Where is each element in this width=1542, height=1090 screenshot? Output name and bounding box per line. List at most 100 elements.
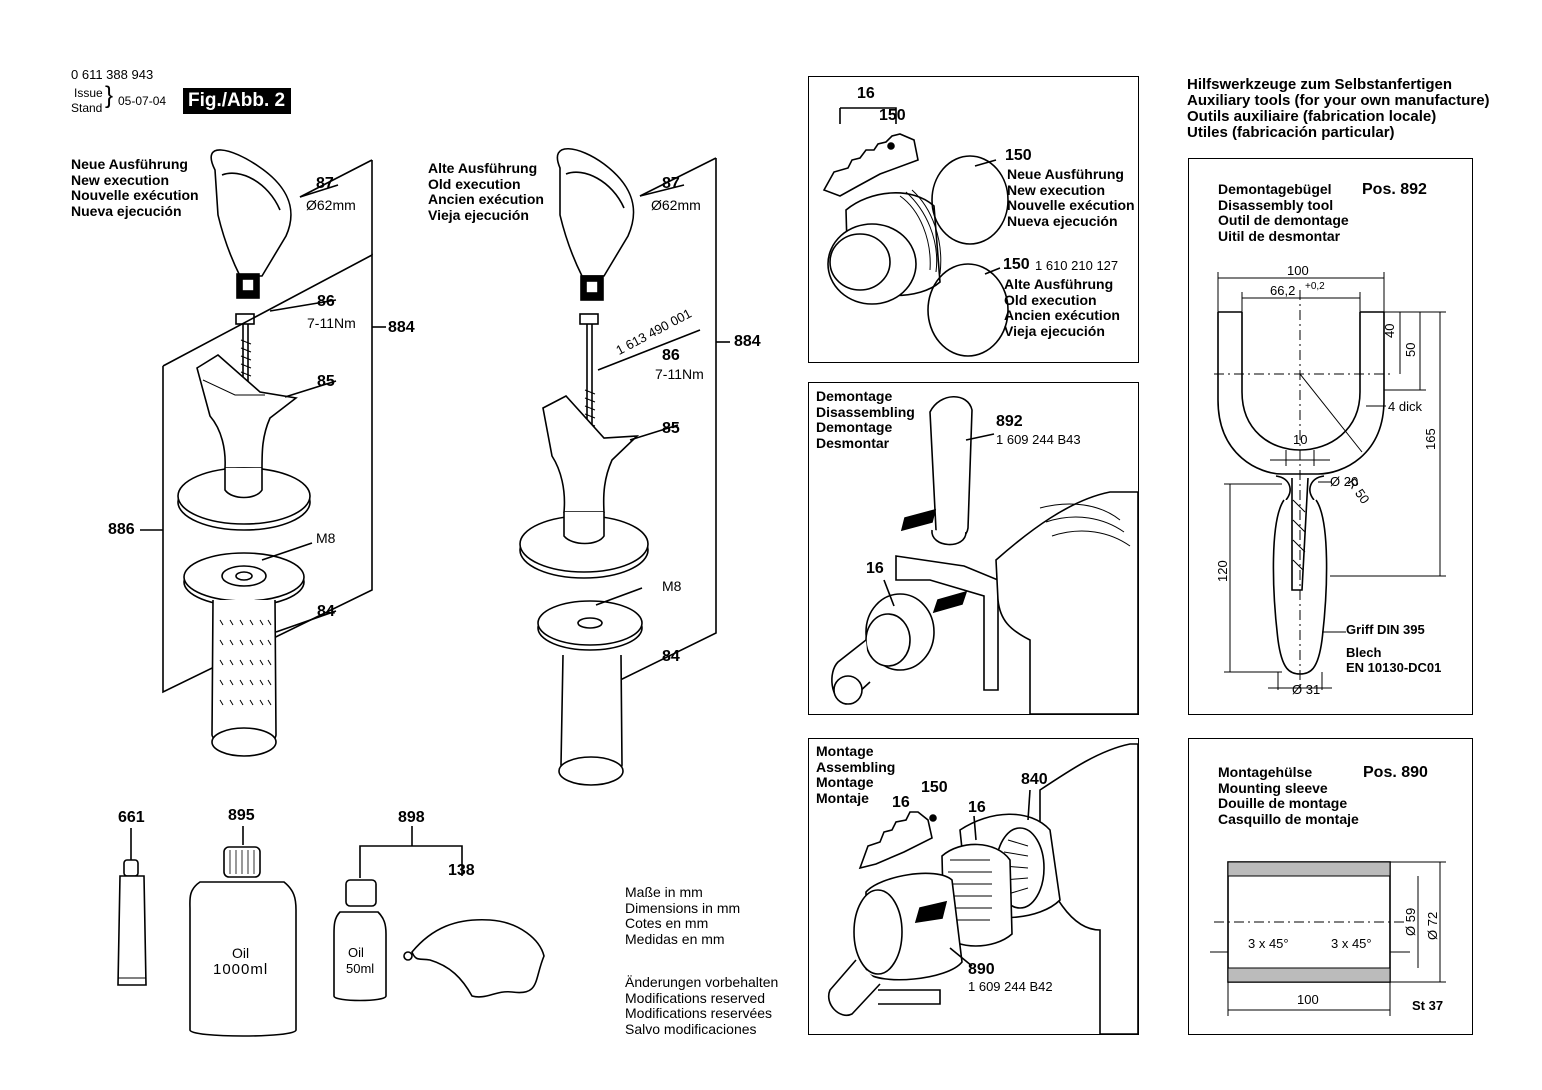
title-line: Neue Ausführung bbox=[71, 156, 188, 172]
dim-d59: Ø 59 bbox=[1403, 907, 1418, 936]
label-16: 16 bbox=[857, 85, 875, 102]
label-16: 16 bbox=[892, 794, 910, 811]
title-line: Demontage bbox=[816, 388, 893, 404]
ring-line: Alte Ausführung bbox=[1004, 276, 1114, 292]
disassembly-title: Demontage Disassembling Demontage Desmon… bbox=[816, 388, 915, 451]
ring-line: Old execution bbox=[1004, 291, 1097, 308]
brace-glyph: } bbox=[105, 82, 114, 109]
label-85: 85 bbox=[662, 420, 680, 437]
label-86-torque: 7-11Nm bbox=[307, 315, 356, 331]
tool-890-title: Montagehülse Mounting sleeve Douille de … bbox=[1218, 764, 1359, 827]
label-86: 86 bbox=[662, 347, 680, 364]
note-line: Salvo modificaciones bbox=[625, 1020, 757, 1037]
note-line: Modifications reserved bbox=[625, 989, 766, 1006]
label-840: 840 bbox=[1021, 771, 1048, 788]
note-line: Maße in mm bbox=[625, 884, 703, 900]
panel-assembly bbox=[808, 738, 1139, 1035]
title-line: Montage bbox=[816, 774, 874, 790]
sheet-material: EN 10130-DC01 bbox=[1346, 660, 1442, 675]
note-line: Cotes en mm bbox=[625, 915, 709, 931]
ring-old-part-number: 1 610 210 127 bbox=[1035, 258, 1119, 273]
changes-note: Änderungen vorbehalten Modifications res… bbox=[625, 974, 779, 1037]
stand-label: Stand bbox=[71, 101, 103, 115]
title-line: Casquillo de montaje bbox=[1218, 810, 1359, 827]
label-886: 886 bbox=[108, 521, 135, 538]
material-st37: St 37 bbox=[1412, 998, 1444, 1013]
label-884: 884 bbox=[734, 333, 761, 350]
dim-d72: Ø 72 bbox=[1425, 911, 1440, 940]
label-m8: M8 bbox=[662, 578, 682, 594]
dimensions-note: Maße in mm Dimensions in mm Cotes en mm … bbox=[625, 884, 741, 947]
title-line: Demontage bbox=[816, 419, 893, 435]
note-line: Modifications reservées bbox=[625, 1005, 773, 1021]
title-line: Mounting sleeve bbox=[1218, 779, 1328, 796]
tool-892-title: Demontagebügel Disassembly tool Outil de… bbox=[1218, 181, 1349, 244]
dim-66: 66,2 bbox=[1270, 283, 1296, 298]
heading-line: Utiles (fabricación particular) bbox=[1187, 124, 1395, 141]
dim-d31: Ø 31 bbox=[1292, 682, 1321, 697]
label-84: 84 bbox=[662, 648, 680, 665]
oil-small-volume: 50ml bbox=[346, 961, 375, 976]
thickness-note: 4 dick bbox=[1388, 399, 1422, 414]
panel-tool-890 bbox=[1188, 738, 1473, 1035]
dim-10: 10 bbox=[1293, 432, 1308, 447]
ring-line: Ancien exécution bbox=[1004, 307, 1120, 323]
label-150: 150 bbox=[921, 779, 948, 796]
label-86: 86 bbox=[317, 293, 335, 310]
label-85: 85 bbox=[317, 373, 335, 390]
panel-disassembly bbox=[808, 382, 1139, 715]
tool-892-pos: Pos. 892 bbox=[1362, 181, 1427, 198]
dim-100: 100 bbox=[1287, 263, 1309, 278]
new-execution-title: Neue Ausführung New execution Nouvelle e… bbox=[71, 156, 199, 219]
ring-line: Vieja ejecución bbox=[1004, 322, 1105, 339]
ring-line: New execution bbox=[1007, 181, 1106, 198]
label-661: 661 bbox=[118, 809, 145, 826]
title-line: Demontagebügel bbox=[1218, 181, 1332, 197]
dim-120: 120 bbox=[1215, 560, 1230, 582]
label-87: 87 bbox=[316, 175, 334, 192]
part-number: 0 611 388 943 bbox=[71, 67, 154, 82]
title-line: Montaje bbox=[816, 789, 869, 806]
title-line: Old execution bbox=[428, 175, 521, 192]
assembly-title: Montage Assembling Montage Montaje bbox=[816, 743, 895, 806]
title-line: Outil de demontage bbox=[1218, 212, 1349, 228]
tool-890-part-number: 1 609 244 B42 bbox=[968, 979, 1053, 994]
panel-locking-rings bbox=[808, 76, 1139, 363]
label-150-old: 150 bbox=[1003, 256, 1030, 273]
note-line: Medidas en mm bbox=[625, 930, 725, 947]
title-line: Vieja ejecución bbox=[428, 206, 529, 223]
title-line: Montagehülse bbox=[1218, 764, 1313, 780]
label-84: 84 bbox=[317, 603, 335, 620]
oil-small-label: Oil bbox=[348, 945, 364, 960]
label-86-torque: 7-11Nm bbox=[655, 366, 704, 382]
panel-tool-892 bbox=[1188, 158, 1473, 715]
heading-line: Auxiliary tools (for your own manufactur… bbox=[1187, 92, 1490, 109]
chamfer-right: 3 x 45° bbox=[1331, 936, 1372, 951]
dim-50: 50 bbox=[1403, 342, 1418, 357]
figure-tag: Fig./Abb. 2 bbox=[183, 88, 292, 114]
title-line: Ancien exécution bbox=[428, 191, 544, 207]
label-150: 150 bbox=[879, 107, 906, 124]
ring-old-execution: Alte Ausführung Old execution Ancien exé… bbox=[1004, 276, 1120, 339]
label-892: 892 bbox=[996, 413, 1023, 430]
title-line: Montage bbox=[816, 743, 874, 759]
tool-890-pos: Pos. 890 bbox=[1363, 764, 1428, 781]
ring-line: Nouvelle exécution bbox=[1007, 197, 1135, 213]
ring-line: Neue Ausführung bbox=[1007, 166, 1124, 182]
ring-new-execution: Neue Ausführung New execution Nouvelle e… bbox=[1007, 166, 1135, 229]
title-line: Disassembling bbox=[816, 403, 915, 420]
note-line: Dimensions in mm bbox=[625, 899, 741, 916]
label-87: 87 bbox=[662, 175, 680, 192]
label-895: 895 bbox=[228, 807, 255, 824]
label-16-second: 16 bbox=[968, 799, 986, 816]
note-line: Änderungen vorbehalten bbox=[625, 974, 779, 990]
ring-line: Nueva ejecución bbox=[1007, 212, 1118, 229]
dim-165: 165 bbox=[1423, 428, 1438, 450]
label-150-new: 150 bbox=[1005, 147, 1032, 164]
label-m8: M8 bbox=[316, 530, 336, 546]
label-87-diameter: Ø62mm bbox=[651, 197, 701, 213]
title-line: Uitil de desmontar bbox=[1218, 227, 1341, 244]
title-line: Nueva ejecución bbox=[71, 202, 182, 219]
title-line: Nouvelle exécution bbox=[71, 187, 199, 203]
